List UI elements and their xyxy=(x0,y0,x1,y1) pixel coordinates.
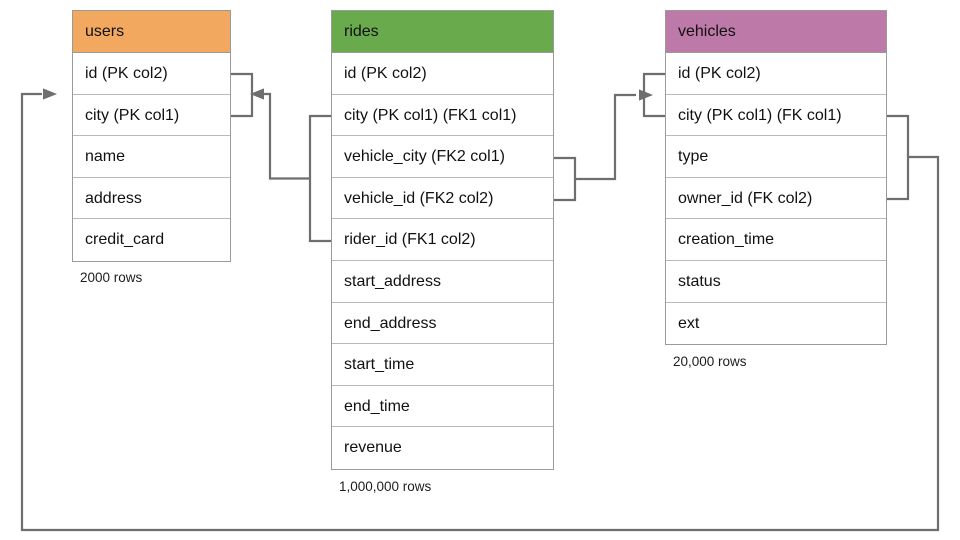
entity-vehicles-field-type[interactable]: type xyxy=(666,136,886,178)
entity-rides-field-start-time[interactable]: start_time xyxy=(332,344,553,386)
entity-vehicles-field-id[interactable]: id (PK col2) xyxy=(666,53,886,95)
entity-rides-field-end-time[interactable]: end_time xyxy=(332,385,553,428)
entity-rides-field-vehicle-id[interactable]: vehicle_id (FK2 col2) xyxy=(332,177,553,220)
connector-rides-fk1-to-users xyxy=(231,72,331,243)
entity-rides-field-start-address[interactable]: start_address xyxy=(332,260,553,303)
entity-users-field-credit-card[interactable]: credit_card xyxy=(73,219,230,261)
connector-rides-fk2-to-vehicles xyxy=(554,72,665,202)
entity-vehicles[interactable]: vehicles id (PK col2) city (PK col1) (FK… xyxy=(665,10,887,346)
entity-users-row-count: 2000 rows xyxy=(80,270,143,285)
entity-vehicles-field-creation-time[interactable]: creation_time xyxy=(666,219,886,261)
entity-vehicles-header: vehicles xyxy=(666,11,886,53)
entity-rides-header: rides xyxy=(332,11,553,53)
entity-users-header: users xyxy=(73,11,230,53)
entity-users-field-id[interactable]: id (PK col2) xyxy=(73,53,230,95)
entity-rides-field-revenue[interactable]: revenue xyxy=(332,427,553,469)
entity-users-field-address[interactable]: address xyxy=(73,177,230,220)
entity-rides-field-city[interactable]: city (PK col1) (FK1 col1) xyxy=(332,94,553,137)
entity-vehicles-row-count: 20,000 rows xyxy=(673,354,747,369)
entity-vehicles-field-city[interactable]: city (PK col1) (FK col1) xyxy=(666,94,886,137)
entity-rides[interactable]: rides id (PK col2) city (PK col1) (FK1 c… xyxy=(331,10,554,470)
entity-vehicles-field-status[interactable]: status xyxy=(666,260,886,303)
entity-rides-field-end-address[interactable]: end_address xyxy=(332,302,553,345)
entity-users-field-city[interactable]: city (PK col1) xyxy=(73,94,230,137)
entity-users[interactable]: users id (PK col2) city (PK col1) name a… xyxy=(72,10,231,262)
entity-rides-row-count: 1,000,000 rows xyxy=(339,479,432,494)
entity-rides-field-rider-id[interactable]: rider_id (FK1 col2) xyxy=(332,219,553,261)
entity-vehicles-field-ext[interactable]: ext xyxy=(666,302,886,345)
entity-rides-field-id[interactable]: id (PK col2) xyxy=(332,53,553,95)
entity-users-field-name[interactable]: name xyxy=(73,136,230,178)
entity-rides-field-vehicle-city[interactable]: vehicle_city (FK2 col1) xyxy=(332,136,553,178)
entity-vehicles-field-owner-id[interactable]: owner_id (FK col2) xyxy=(666,177,886,220)
